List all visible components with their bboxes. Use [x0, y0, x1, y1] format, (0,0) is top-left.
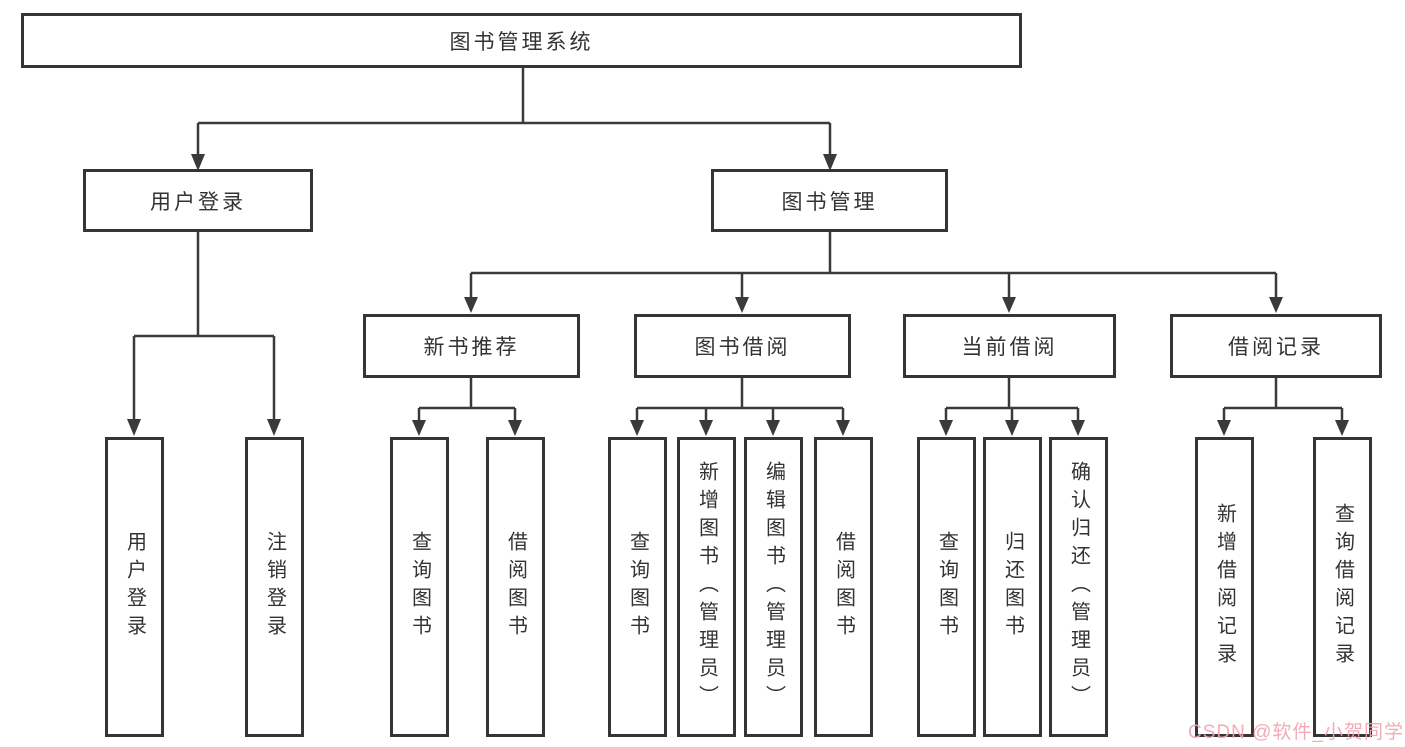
leaf-borrowing-add-books-admin: 新增图书（管理员）: [677, 437, 736, 737]
leaf-current-confirm-return-admin: 确认归还（管理员）: [1049, 437, 1108, 737]
leaf-current-return-books: 归还图书: [983, 437, 1042, 737]
node-user-login: 用户登录: [83, 169, 313, 232]
arrowheads: [127, 154, 1349, 436]
leaf-records-query-record: 查询借阅记录: [1313, 437, 1372, 737]
leaf-borrowing-borrow-books: 借阅图书: [814, 437, 873, 737]
leaf-newbooks-borrow-books: 借阅图书: [486, 437, 545, 737]
node-borrow-records: 借阅记录: [1170, 314, 1382, 378]
node-new-book-recommend: 新书推荐: [363, 314, 580, 378]
leaf-borrowing-query-books: 查询图书: [608, 437, 667, 737]
leaf-current-query-books: 查询图书: [917, 437, 976, 737]
csdn-watermark: CSDN @软件_小贺同学: [1188, 722, 1404, 743]
node-current-borrowing: 当前借阅: [903, 314, 1116, 378]
leaf-logout: 注销登录: [245, 437, 304, 737]
node-book-borrowing: 图书借阅: [634, 314, 851, 378]
leaf-records-add-record: 新增借阅记录: [1195, 437, 1254, 737]
node-book-management: 图书管理: [711, 169, 948, 232]
leaf-user-login: 用户登录: [105, 437, 164, 737]
node-library-system: 图书管理系统: [21, 13, 1022, 68]
leaf-borrowing-edit-books-admin: 编辑图书（管理员）: [744, 437, 803, 737]
leaf-newbooks-query-books: 查询图书: [390, 437, 449, 737]
